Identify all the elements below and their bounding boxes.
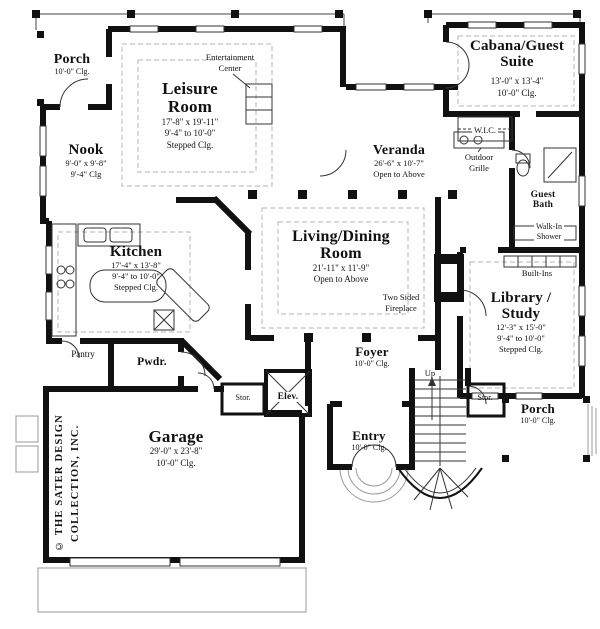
- room-dim: 10'-0" Clg.: [156, 458, 196, 469]
- room-dim: 10'-0" Clg.: [520, 416, 556, 426]
- room-dim: 26'-6" x 10'-7": [374, 158, 424, 169]
- staircase: [397, 376, 483, 511]
- room-label-kitchen: Kitchen 17'-4" x 13'-8" 9'-4" to 10'-0" …: [80, 244, 192, 293]
- storage-rooms: [220, 382, 506, 418]
- room-label-porch-top: Porch 10'-0" Clg.: [30, 52, 114, 78]
- windows-layer: [39, 21, 586, 567]
- room-label-wic: W.I.C.: [462, 120, 508, 138]
- room-label-porch-right: Porch 10'-0" Clg.: [509, 401, 567, 426]
- room-label-library: Library / Study 12'-3" x 15'-0" 9'-4" to…: [473, 290, 569, 356]
- room-dim: 13'-0" x 13'-4": [490, 76, 544, 87]
- room-dim: Open to Above: [313, 274, 369, 285]
- room-dim: 9'-4" to 10'-0": [497, 333, 545, 344]
- room-name: Stor.: [477, 393, 493, 402]
- room-label-veranda: Veranda 26'-6" x 10'-7" Open to Above: [350, 143, 448, 180]
- room-dim: 17'-4" x 13'-8": [111, 260, 161, 271]
- room-dim: 9'-0" x 9'-8": [65, 158, 107, 169]
- fireplace-symbol: [434, 254, 464, 302]
- deck-posts: [32, 10, 581, 18]
- room-dim: 9'-4" Clg: [70, 169, 102, 180]
- room-name: Elev.: [275, 392, 301, 403]
- up-arrow: [428, 377, 436, 386]
- room-label-garage: Garage 29'-0" x 23'-8" 10'-0" Clg.: [118, 427, 234, 470]
- room-name: Pantry: [71, 349, 95, 359]
- room-name: Foyer: [355, 344, 389, 359]
- room-label-stor-left: Stor.: [226, 393, 260, 403]
- deck-lines: [35, 13, 581, 30]
- room-name: Walk-In Shower: [533, 222, 564, 243]
- room-label-walkin-shower: Walk-In Shower: [525, 222, 573, 244]
- room-name: Built-Ins: [521, 268, 553, 278]
- room-label-fireplace: Two Sided Fireplace: [372, 292, 430, 314]
- doors-layer: [59, 41, 531, 468]
- room-label-pantry: Pantry: [60, 349, 106, 361]
- room-name: Stor.: [235, 393, 251, 402]
- room-label-guest-bath: Guest Bath: [521, 190, 565, 211]
- room-label-cabana: Cabana/Guest Suite 13'-0" x 13'-4" 10'-0…: [458, 38, 576, 100]
- room-name: Entertainment Center: [205, 52, 255, 74]
- room-label-living-dining: Living/Dining Room 21'-11" x 11'-9" Open…: [283, 228, 399, 286]
- room-dim: 9'-4" to 10'-0": [112, 271, 160, 282]
- site-lines: [15, 404, 597, 613]
- room-name: Up: [424, 368, 436, 378]
- room-name: Porch: [521, 401, 555, 416]
- room-name: Guest Bath: [530, 190, 556, 211]
- room-dim: 10'-0" Clg.: [354, 359, 390, 369]
- entertainment-center-symbol: [232, 73, 273, 125]
- room-dim: 10'-0" Clg.: [54, 67, 90, 77]
- room-label-stor-right: Stor.: [468, 393, 502, 403]
- room-label-outdoor-grille: Outdoor Grille: [456, 152, 502, 174]
- copyright-text: © THE SATER DESIGN COLLECTION, INC.: [54, 414, 81, 552]
- room-dim: 29'-0" x 23'-8": [149, 446, 203, 457]
- room-name: Pwdr.: [137, 356, 167, 368]
- room-dim: 21'-11" x 11'-9": [312, 262, 370, 273]
- room-label-leisure: Leisure Room 17'-8" x 19'-11" 9'-4" to 1…: [133, 79, 247, 152]
- room-label-nook: Nook 9'-0" x 9'-8" 9'-4" Clg: [44, 142, 128, 180]
- room-name: W.I.C.: [471, 125, 499, 137]
- room-label-entry: Entry 10'-0" Clg.: [341, 428, 397, 453]
- room-dim: Stepped Clg.: [499, 344, 543, 355]
- room-dim: Stepped Clg.: [166, 140, 214, 151]
- room-name: Living/Dining Room: [292, 228, 390, 263]
- room-name: Kitchen: [109, 244, 163, 260]
- walls-layer: [40, 22, 585, 563]
- room-name: Outdoor Grille: [464, 152, 494, 174]
- room-name: Leisure Room: [162, 79, 218, 117]
- room-name: Library / Study: [490, 290, 552, 323]
- room-label-foyer: Foyer 10'-0" Clg.: [344, 344, 400, 369]
- room-name: Veranda: [372, 143, 426, 158]
- room-label-pwdr: Pwdr.: [126, 356, 178, 368]
- kitchen-fixtures: [51, 223, 210, 337]
- room-name: Porch: [53, 52, 91, 67]
- room-dim: 10'-0" Clg.: [351, 443, 387, 453]
- room-name: Entry: [352, 428, 386, 443]
- room-dim: Stepped Clg.: [114, 282, 158, 293]
- room-name: Cabana/Guest Suite: [469, 38, 565, 71]
- room-dim: 10'-0" Clg.: [497, 88, 537, 99]
- room-dim: 9'-4" to 10'-0": [164, 128, 216, 139]
- room-name: Nook: [68, 142, 104, 158]
- room-name: Garage: [148, 427, 204, 446]
- room-name: Two Sided Fireplace: [382, 292, 420, 314]
- room-dim: 12'-3" x 15'-0": [496, 322, 546, 333]
- room-dim: 17'-8" x 19'-11": [161, 116, 219, 127]
- room-label-builtins: Built-Ins: [507, 268, 567, 279]
- room-dim: Open to Above: [373, 169, 425, 180]
- room-label-entertainment-center: Entertainment Center: [190, 52, 270, 74]
- room-label-elevator: Elev.: [271, 386, 305, 404]
- room-label-up: Up: [420, 368, 440, 379]
